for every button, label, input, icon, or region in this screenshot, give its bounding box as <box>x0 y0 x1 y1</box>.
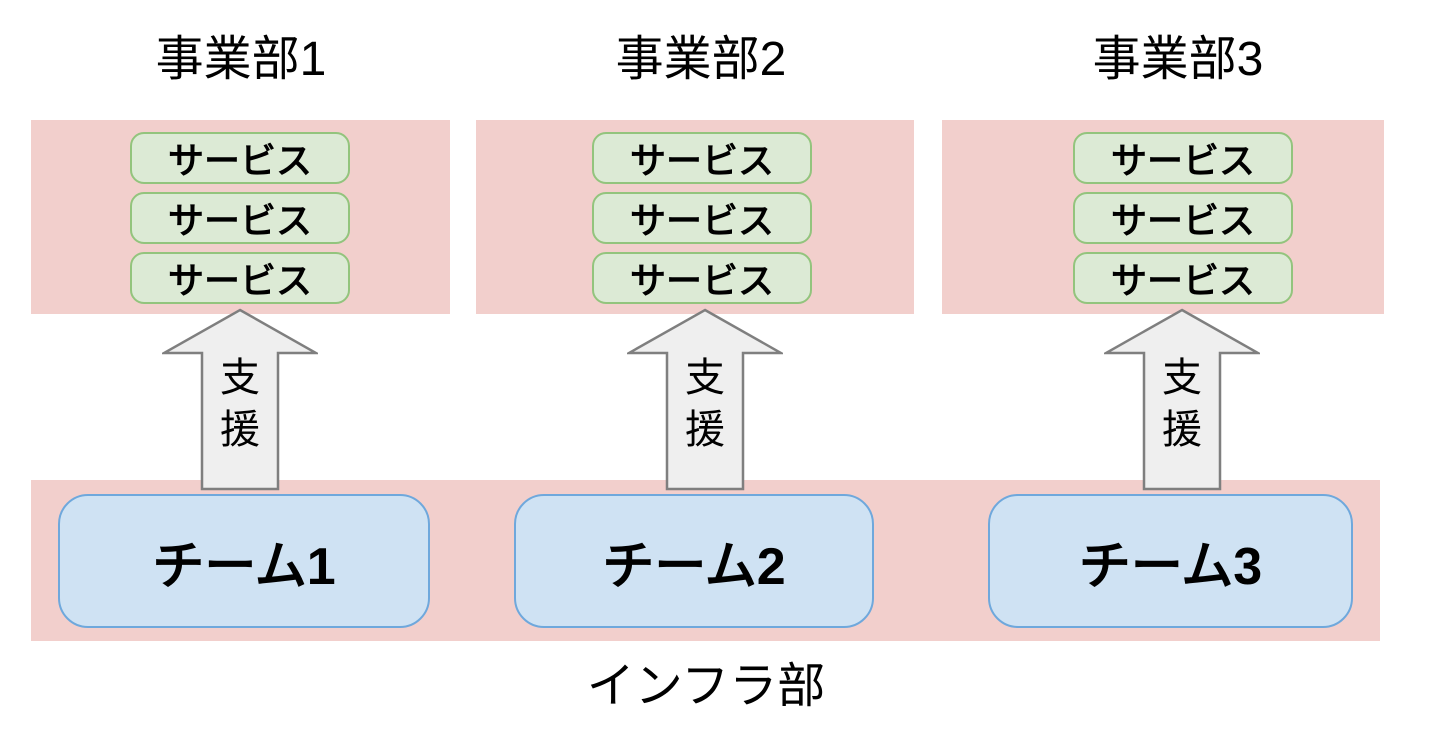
service-box: サービス <box>592 132 812 184</box>
service-stack-3: サービス サービス サービス <box>1073 132 1293 304</box>
up-arrow-icon <box>1101 308 1263 491</box>
service-box: サービス <box>1073 192 1293 244</box>
service-box: サービス <box>592 192 812 244</box>
service-stack-1: サービス サービス サービス <box>130 132 350 304</box>
support-arrow-label-2: 支 援 <box>685 356 725 452</box>
team-box-1: チーム1 <box>58 494 430 628</box>
team-box-3: チーム3 <box>988 494 1353 628</box>
division-title-2: 事業部2 <box>615 33 787 86</box>
up-arrow-icon <box>159 308 321 491</box>
service-box: サービス <box>130 192 350 244</box>
division-title-3: 事業部3 <box>1092 33 1264 86</box>
support-arrow-2 <box>624 308 786 491</box>
team-box-2: チーム2 <box>514 494 874 628</box>
infrastructure-label: インフラ部 <box>586 660 826 713</box>
support-arrow-label-3: 支 援 <box>1162 356 1202 452</box>
division-title-1: 事業部1 <box>155 33 327 86</box>
support-arrow-1 <box>159 308 321 491</box>
service-box: サービス <box>130 252 350 304</box>
service-box: サービス <box>1073 132 1293 184</box>
service-box: サービス <box>592 252 812 304</box>
service-box: サービス <box>130 132 350 184</box>
service-stack-2: サービス サービス サービス <box>592 132 812 304</box>
up-arrow-icon <box>624 308 786 491</box>
support-arrow-label-1: 支 援 <box>220 356 260 452</box>
support-arrow-3 <box>1101 308 1263 491</box>
service-box: サービス <box>1073 252 1293 304</box>
